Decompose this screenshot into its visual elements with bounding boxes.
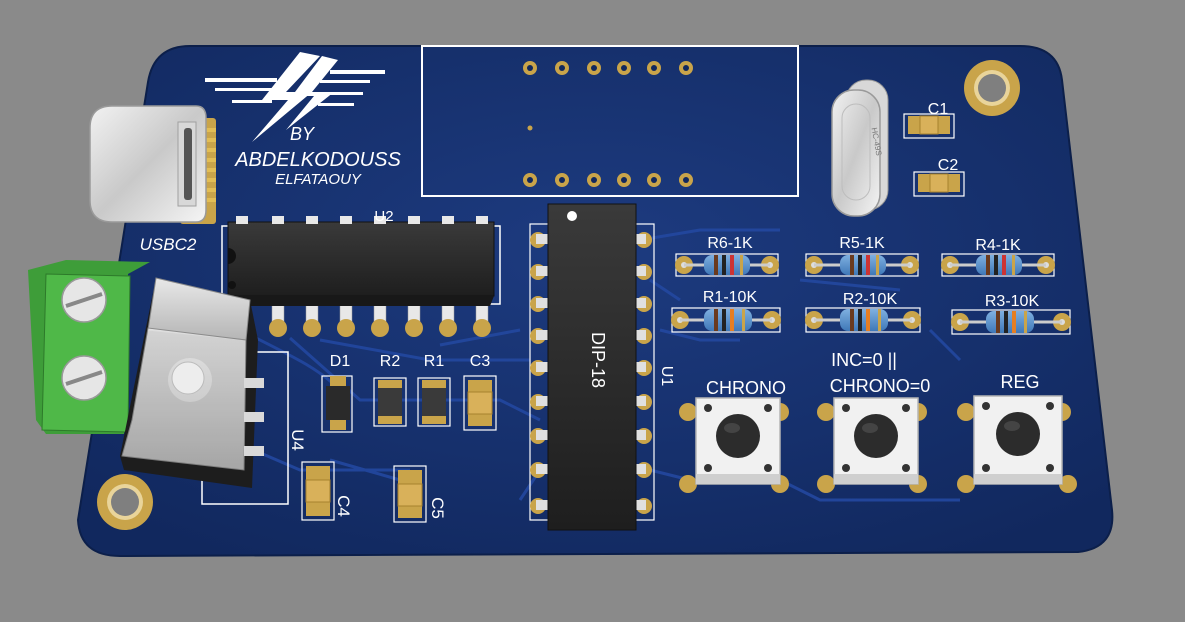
button-inc[interactable] <box>817 397 927 493</box>
resistor-r6 <box>675 253 779 277</box>
regulator-u4 <box>120 277 289 505</box>
resistor-r5 <box>805 253 919 277</box>
resistor-r3-10k <box>951 309 1071 335</box>
label-r1: R1 <box>424 353 445 370</box>
logo-surname: ELFATAOUY <box>275 171 362 188</box>
label-dip18: DIP-18 <box>588 332 608 388</box>
button-chrono[interactable] <box>679 397 789 493</box>
resistor-smd-r2 <box>373 377 407 427</box>
label-r4: R4-1K <box>975 237 1021 254</box>
mount-hole-bottom-left <box>97 474 153 530</box>
lightning-logo <box>205 52 385 142</box>
label-d1: D1 <box>330 353 351 370</box>
label-c2: C2 <box>938 157 959 174</box>
resistor-r4 <box>941 253 1055 277</box>
label-r2: R2 <box>380 353 401 370</box>
usb-c-connector <box>89 105 216 224</box>
label-r5: R5-1K <box>839 235 885 252</box>
chip-u2 <box>221 216 501 337</box>
button-reg[interactable] <box>957 395 1077 493</box>
label-inc-line2: CHRONO=0 <box>830 376 931 396</box>
resistor-r2-10k <box>805 307 921 333</box>
resistor-r1-10k <box>671 307 781 333</box>
capacitor-smd-c4 <box>301 461 335 521</box>
resistor-smd-r1 <box>417 377 451 427</box>
mount-hole-top-right <box>964 60 1020 116</box>
crystal-oscillator <box>831 79 889 217</box>
label-r1-10k: R1-10K <box>703 289 758 306</box>
label-u4: U4 <box>288 429 307 451</box>
label-c1: C1 <box>928 101 949 118</box>
label-r3-10k: R3-10K <box>985 293 1040 310</box>
chip-u1 <box>529 203 655 531</box>
label-c3: C3 <box>470 353 491 370</box>
label-c4: C4 <box>334 495 353 517</box>
label-usbc2: USBC2 <box>140 235 197 254</box>
label-chrono: CHRONO <box>706 378 786 398</box>
label-r2-10k: R2-10K <box>843 291 898 308</box>
label-u2: U2 <box>374 208 393 225</box>
label-c5: C5 <box>428 497 447 519</box>
capacitor-smd-c5 <box>393 465 427 523</box>
diode-d1 <box>321 375 353 433</box>
label-inc-line1: INC=0 || <box>831 350 897 370</box>
screw-terminal <box>28 260 150 434</box>
label-reg: REG <box>1000 372 1039 392</box>
capacitor-smd-c2 <box>913 171 965 197</box>
label-r6: R6-1K <box>707 235 753 252</box>
capacitor-smd-c1 <box>903 113 955 139</box>
label-u1: U1 <box>658 366 675 387</box>
logo-name: ABDELKODOUSS <box>234 149 401 171</box>
display-footprint <box>421 45 799 197</box>
capacitor-smd-c3 <box>463 375 497 431</box>
logo-by: BY <box>290 124 316 144</box>
